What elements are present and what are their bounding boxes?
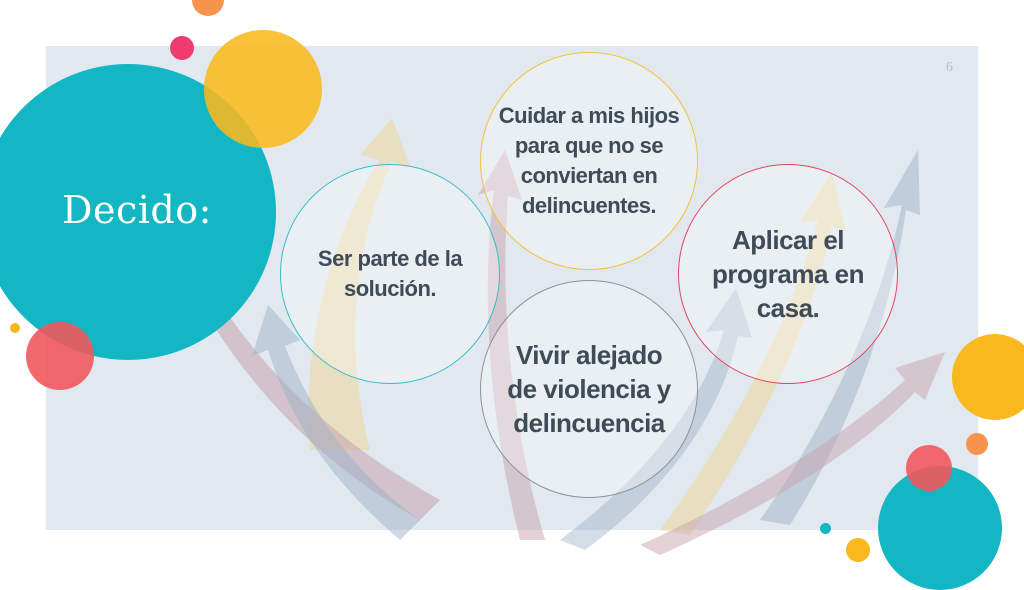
red-circle-left xyxy=(26,322,94,390)
ring-vivir-text: Vivir alejado de violencia y delincuenci… xyxy=(507,340,671,438)
ring-aplicar: Aplicar el programa en casa. xyxy=(678,164,898,384)
yellow-circle-top xyxy=(204,30,322,148)
orange-dot-right xyxy=(966,433,988,455)
ring-cuidar: Cuidar a mis hijos para que no se convie… xyxy=(480,52,698,270)
teal-dot-bottom xyxy=(820,523,831,534)
pink-dot-top xyxy=(170,36,194,60)
ring-cuidar-text: Cuidar a mis hijos para que no se convie… xyxy=(498,103,680,218)
yellow-circle-right xyxy=(952,334,1024,420)
ring-vivir: Vivir alejado de violencia y delincuenci… xyxy=(480,280,698,498)
arrow-blue-right xyxy=(760,150,920,525)
slide-title: Decido: xyxy=(62,188,212,232)
arrow-blue-left xyxy=(252,305,420,540)
yellow-dot-bottom xyxy=(846,538,870,562)
ring-ser-parte-text: Ser parte de la solución. xyxy=(317,246,463,301)
yellow-dot-left xyxy=(10,323,20,333)
orange-dot-top xyxy=(192,0,224,16)
arrow-mauve-right xyxy=(640,352,945,555)
red-dot-bottom-right xyxy=(906,445,952,491)
slide-number: 6 xyxy=(946,60,953,75)
ring-aplicar-text: Aplicar el programa en casa. xyxy=(712,225,865,323)
ring-ser-parte: Ser parte de la solución. xyxy=(280,164,500,384)
